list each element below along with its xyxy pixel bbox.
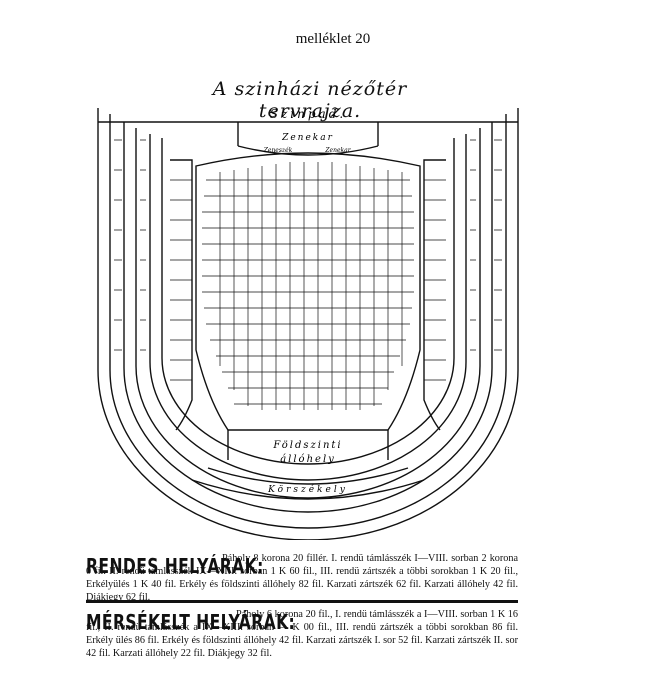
plan-title: A szinházi nézőtér tervrajza. [212, 78, 408, 122]
reduced-prices-heading: MÉRSÉKELT HELYÁRAK: [86, 610, 296, 634]
orchestra-label: Zenekar [281, 133, 334, 143]
reduced-prices-text: Páholy 6 korona 20 fil., I. rendü támlás… [86, 609, 518, 659]
page-header-label: melléklet 20 [295, 31, 371, 47]
balcony-label: Körszékely [267, 484, 348, 495]
regular-prices-text: Páholy 8 korona 20 fillér. I. rendü táml… [86, 553, 518, 603]
stage-label: Szinpad. [270, 107, 346, 121]
parterre-seat-grid [202, 162, 414, 410]
standing-label-1: Földszinti [272, 440, 342, 451]
seating-plan: Szinpad. Zenekar Zeneszék Zenekar Földsz… [97, 107, 519, 540]
orchestra-sub-label-1: Zeneszék [263, 147, 293, 154]
standing-label-2: állóhely [280, 454, 336, 465]
orchestra-sub-label-2: Zenekar [324, 147, 351, 154]
regular-prices-heading: RENDES HELYÁRAK: [86, 554, 264, 578]
section-divider [86, 600, 518, 603]
